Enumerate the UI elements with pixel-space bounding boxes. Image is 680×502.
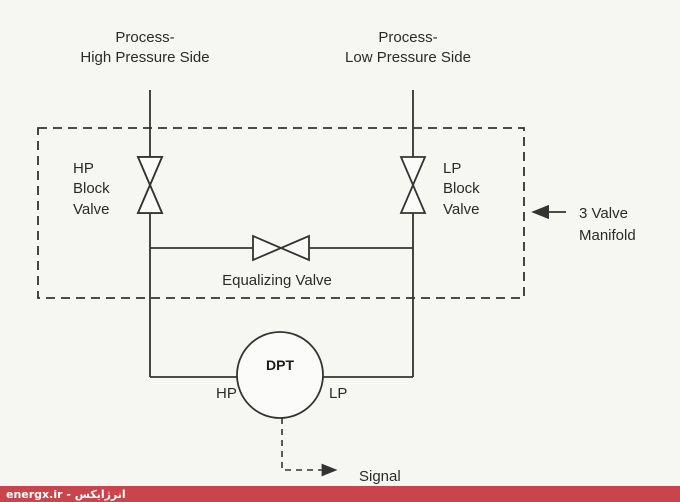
high-side-label-2: High Pressure Side [80,49,209,66]
manifold-label-2: Manifold [579,227,636,244]
equalizing-valve-label: Equalizing Valve [222,272,332,289]
low-side-label-1: Process- [378,29,437,46]
hp-block-valve-lower [136,182,164,214]
equalizing-valve-left [252,234,284,262]
lp-block-valve-lower [399,182,427,214]
hp-block-label-3: Valve [73,201,109,218]
lp-block-valve-upper [399,156,427,188]
high-side-label-1: Process- [115,29,174,46]
lp-block-label-3: Valve [443,201,479,218]
hp-block-label-2: Block [73,180,110,197]
equalizing-valve-right [278,234,310,262]
site-footer-bar: energx.ir - انرژایکس [0,486,680,502]
dpt-circle [236,331,324,419]
hp-port-label: HP [216,385,237,402]
lp-block-label-2: Block [443,180,480,197]
manifold-boundary [37,127,525,299]
dpt-label: DPT [266,357,294,373]
lp-block-label-1: LP [443,160,461,177]
lp-port-label: LP [329,385,347,402]
hp-block-valve-upper [136,156,164,188]
signal-label: Signal [359,468,401,485]
three-valve-manifold-diagram: DPT Process- High Pressure Side Process-… [37,29,636,485]
hp-block-label-1: HP [73,160,94,177]
signal-line [281,418,338,477]
footer-text[interactable]: energx.ir - انرژایکس [6,487,126,501]
manifold-label-1: 3 Valve [579,205,628,222]
low-side-label-2: Low Pressure Side [345,49,471,66]
